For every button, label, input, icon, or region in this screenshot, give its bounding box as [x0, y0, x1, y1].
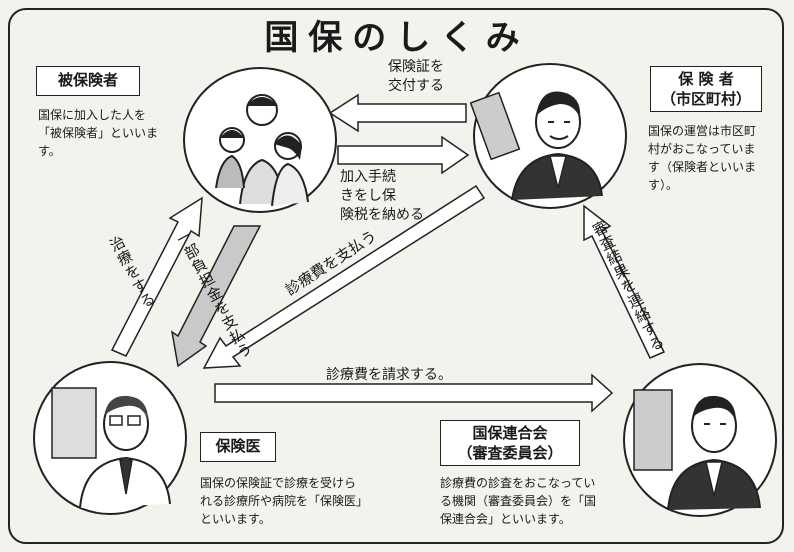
doctor-desc-line: 国保の保険証で診療を受けら: [200, 476, 357, 490]
flow-claim-label: 診療費を請求する。: [326, 367, 452, 383]
insurer-desc-line: す）。: [648, 178, 679, 192]
insurer-official-illustration: [470, 63, 627, 209]
arrow-issue-card: [328, 93, 467, 133]
insurer-desc-line: 国保の運営は市区町: [648, 124, 757, 138]
doctor-desc-line: れる診療所や病院を「保険医」: [200, 494, 369, 508]
arrow-treat: [110, 196, 203, 357]
federation-label: 国保連合会: [472, 424, 548, 442]
flow-issue-card-line: 交付する: [388, 78, 444, 94]
insurer-desc-line: す（保険者といいま: [648, 160, 757, 174]
flow-issue-card-line: 保険証を: [388, 59, 444, 75]
doctor-label: 保険医: [215, 437, 261, 455]
insured-label: 被保険者: [57, 71, 118, 89]
flow-enroll-pay-line: きをし保: [340, 188, 396, 204]
flow-issue-card-label: 保険証を 交付する: [388, 58, 444, 96]
federation-label-box: 国保連合会 （審査委員会）: [440, 420, 580, 466]
insurer-label-box: 保 険 者 （市区町村）: [650, 66, 762, 112]
arrow-report: [583, 204, 666, 359]
insurer-desc-line: 村がおこなっていま: [648, 142, 756, 156]
insurer-label-sub: （市区町村）: [660, 90, 751, 108]
insurer-label: 保 険 者: [678, 70, 734, 88]
federation-label-sub: （審査委員会）: [457, 444, 563, 462]
arrow-enroll-pay: [337, 135, 470, 175]
flow-enroll-pay-line: 険税を納める: [340, 207, 424, 223]
insured-label-box: 被保険者: [36, 66, 140, 96]
doctor-illustration: [33, 361, 187, 515]
arrow-claim: [214, 373, 614, 413]
insurer-description: 国保の運営は市区町 村がおこなっていま す（保険者といいま す）。: [648, 122, 778, 194]
flow-enroll-pay-line: 加入手続: [340, 169, 396, 185]
arrow-pay-fee: [202, 184, 486, 369]
flow-enroll-pay-label: 加入手続 きをし保 険税を納める: [340, 168, 424, 225]
doctor-desc-line: といいます。: [200, 512, 271, 526]
insured-family-illustration: [183, 67, 337, 213]
insured-description: 国保に加入した人を 「被保険者」といいま す。: [38, 106, 178, 160]
doctor-label-box: 保険医: [200, 432, 276, 462]
federation-official-illustration: [623, 363, 777, 517]
federation-desc-line: る機関（審査委員会）を「国: [440, 494, 597, 508]
insured-desc-line: 「被保険者」といいま: [38, 126, 159, 140]
arrow-copay: [170, 225, 262, 368]
frame-border: [8, 8, 784, 544]
insured-desc-line: す。: [38, 144, 61, 158]
federation-description: 診療費の診査をおこなってい る機関（審査委員会）を「国 保連合会」といいます。: [440, 474, 640, 528]
diagram-title: 国保のしくみ: [264, 18, 530, 58]
federation-desc-line: 診療費の診査をおこなってい: [440, 476, 596, 490]
federation-desc-line: 保連合会」といいます。: [440, 512, 571, 526]
insured-desc-line: 国保に加入した人を: [38, 108, 147, 122]
doctor-description: 国保の保険証で診療を受けら れる診療所や病院を「保険医」 といいます。: [200, 474, 410, 528]
